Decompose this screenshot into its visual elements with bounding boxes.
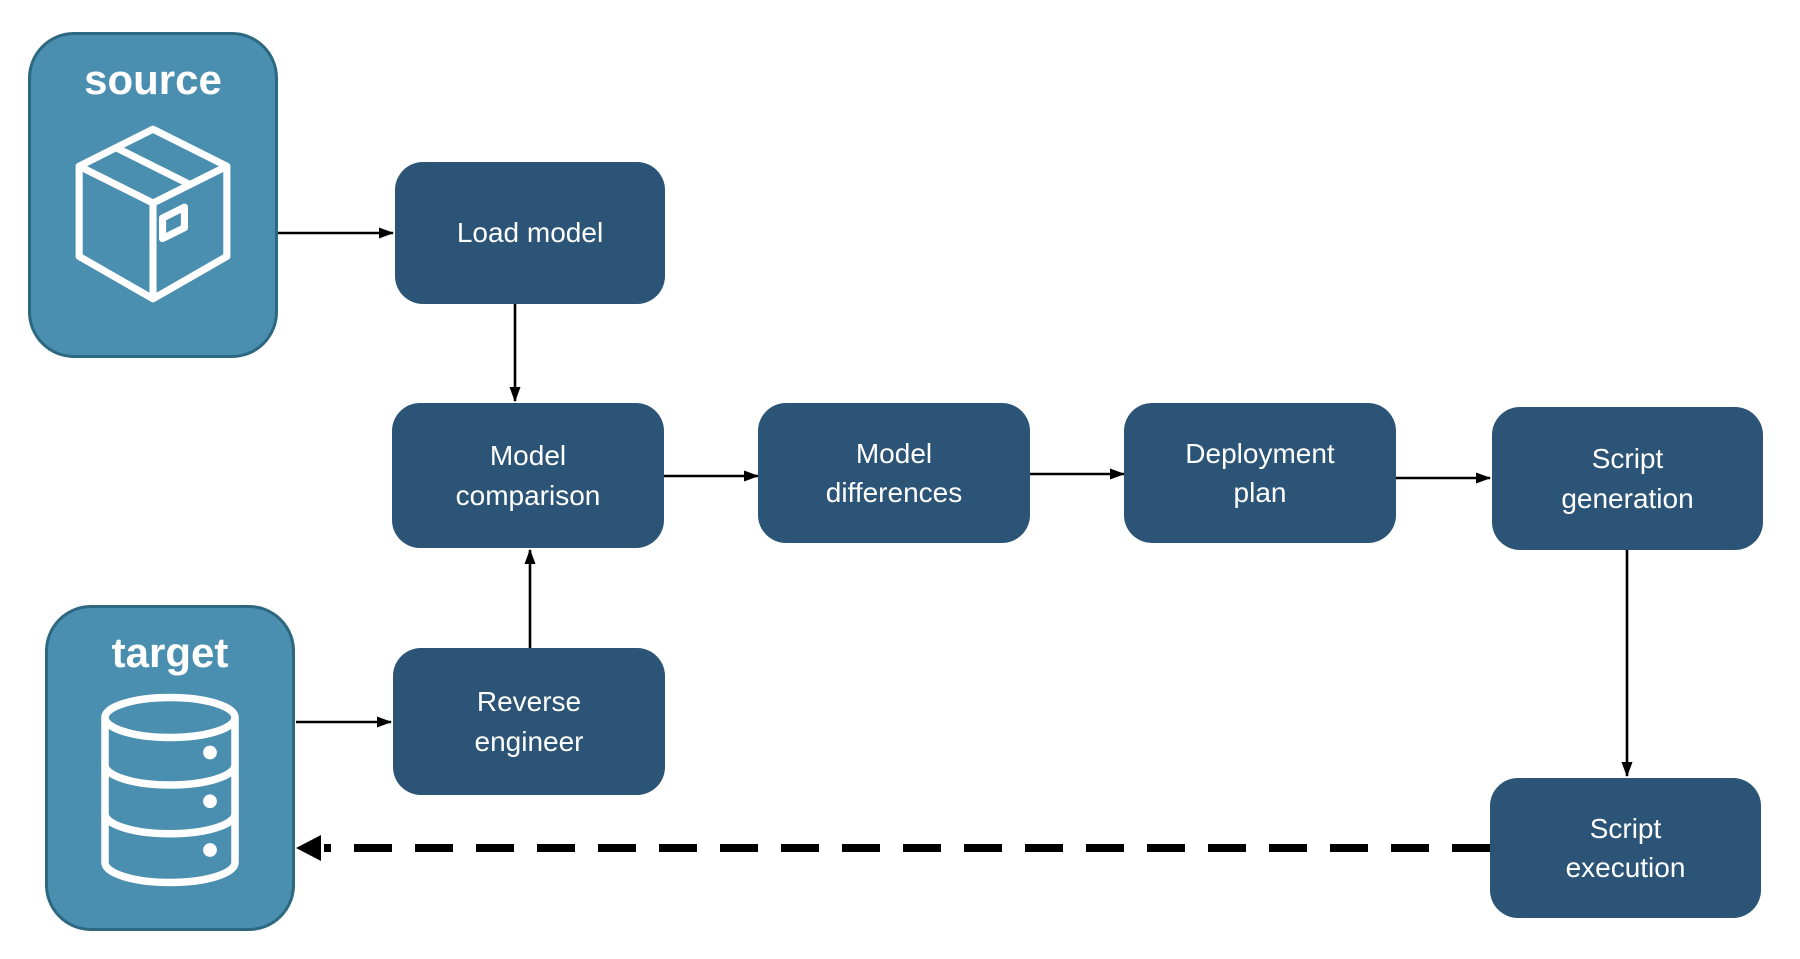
node-model-differences[interactable]: Model differences [758,403,1030,543]
script-generation-label: Script generation [1561,443,1694,514]
node-script-execution[interactable]: Script execution [1490,778,1761,918]
node-target[interactable]: target [45,605,295,931]
source-label: source [84,56,222,103]
database-icon [101,693,239,887]
node-load-model[interactable]: Load model [395,162,665,304]
node-model-comparison[interactable]: Model comparison [392,403,664,548]
target-label: target [111,629,229,676]
node-script-generation[interactable]: Script generation [1492,407,1763,550]
node-deployment-plan[interactable]: Deployment plan [1124,403,1396,543]
script-execution-label: Script execution [1565,812,1686,883]
node-reverse-engineer[interactable]: Reverse engineer [393,648,665,795]
model-differences-label: Model differences [825,437,963,508]
package-icon [75,125,231,303]
node-source[interactable]: source [28,32,278,358]
dashed-arrowhead [296,835,321,861]
model-comparison-label: Model comparison [455,440,601,511]
load-model-label: Load model [456,217,604,249]
reverse-engineer-label: Reverse engineer [474,686,584,757]
deployment-plan-label: Deployment plan [1185,437,1335,508]
